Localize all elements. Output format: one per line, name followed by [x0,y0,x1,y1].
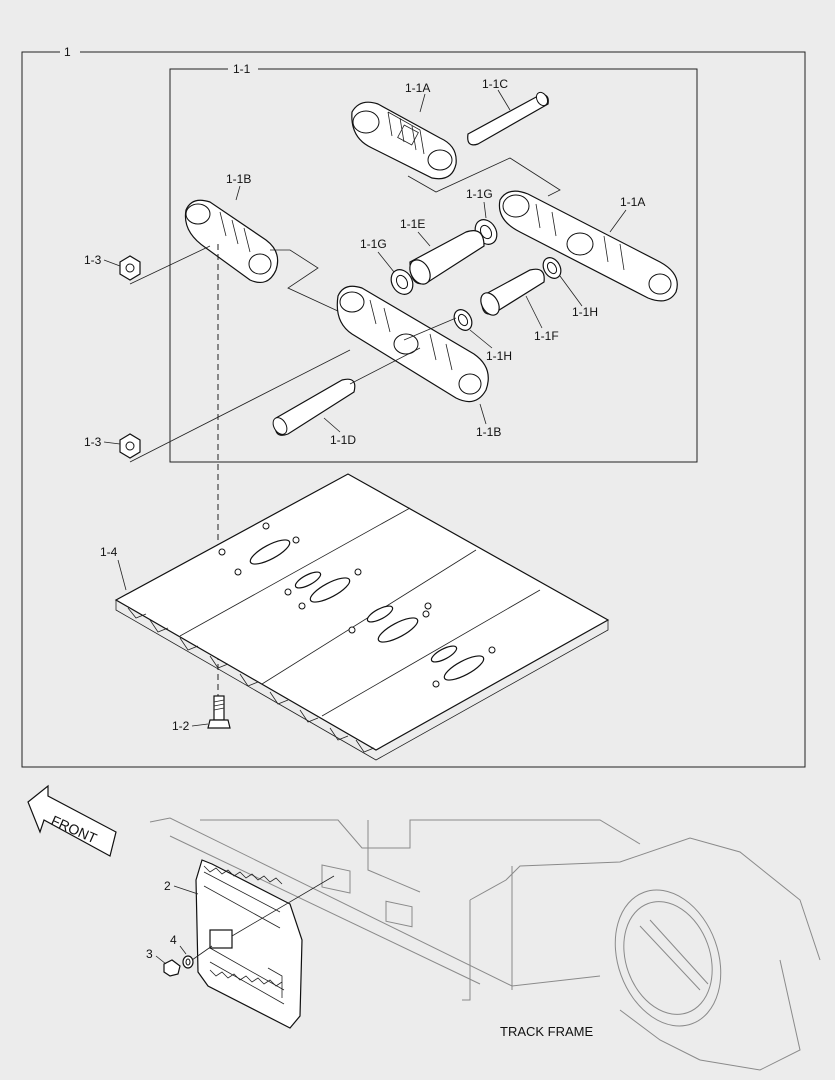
bolt-1-2 [207,695,231,729]
bolt-3 [163,959,181,977]
label-nut-upper: 1-3 [84,253,102,267]
label-nut-lower: 1-3 [84,435,102,449]
link-1-1a-right [498,190,678,302]
link-1-1b-left [184,199,279,283]
link-assembly-frame: 1-1 [169,62,698,463]
washer-4 [182,955,194,969]
label-link-assy: 1-1 [233,62,251,76]
label-track-frame: TRACK FRAME [500,1024,594,1039]
seal-1-1h-right [542,257,562,279]
track-frame [149,817,821,1071]
seal-1-1h-left [453,309,473,331]
label-seal-g-left: 1-1G [360,237,387,251]
label-pin-d: 1-1D [330,433,356,447]
link-1-1a-top [351,101,457,180]
link-1-1b-center [336,285,489,403]
label-washer-4: 4 [170,933,177,947]
label-link-a-right: 1-1A [620,195,645,209]
nut-1-3-upper [119,255,141,281]
nut-1-3-lower [119,433,141,459]
label-seal-g-upper: 1-1G [466,187,493,201]
label-bushing-e: 1-1E [400,217,425,231]
shoe-bolt-holes [218,522,496,688]
label-bushing-f: 1-1F [534,329,559,343]
label-pin-c: 1-1C [482,77,508,91]
bushing-1-1f [480,268,545,316]
seal-1-1g-left [390,269,414,295]
label-link-b-bottom: 1-1B [476,425,501,439]
label-assy: 1 [64,45,71,59]
pin-1-1d [272,378,356,436]
label-bolt: 1-2 [172,719,190,733]
bushing-1-1e [409,230,485,285]
label-seal-h-right: 1-1H [572,305,598,319]
label-guard: 2 [164,879,171,893]
label-shoe: 1-4 [100,545,118,559]
guard-2 [195,859,303,1029]
front-arrow: FRONT [27,784,117,857]
label-link-a-top: 1-1A [405,81,430,95]
track-shoe-1-4 [114,473,610,761]
pin-1-1c [467,91,549,146]
label-bolt-3: 3 [146,947,153,961]
label-link-b-left: 1-1B [226,172,251,186]
label-seal-h-left: 1-1H [486,349,512,363]
assembly-1-frame: 1 [21,45,806,768]
